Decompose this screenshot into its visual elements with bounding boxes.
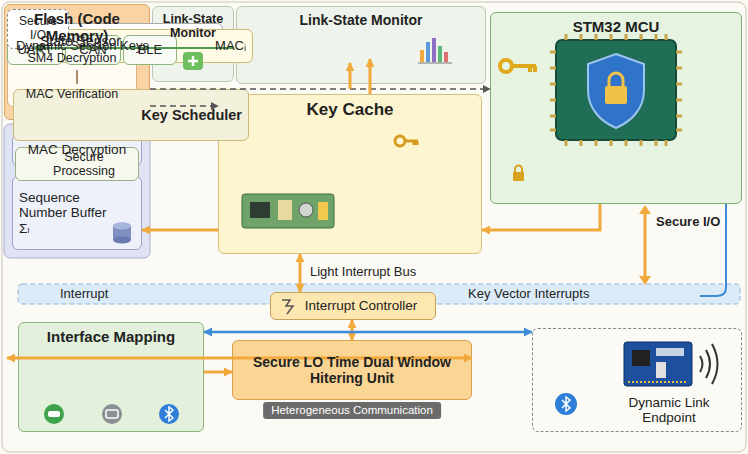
node-label: Key Scheduler	[141, 107, 242, 124]
lavender-panel	[4, 124, 150, 258]
node-label: STM32 MCU	[573, 18, 660, 35]
endpoint-board	[624, 342, 692, 386]
node-label: Key Cache	[307, 100, 394, 120]
node-label: Link-State Monitor	[159, 12, 227, 41]
node-label: Secure Processing	[36, 150, 132, 179]
annotation-label: Secure I/O	[656, 214, 720, 229]
node-sublabel: MAC Verification	[26, 87, 118, 101]
filter-unit: Secure LO Time Dual Window Hitering Unit…	[232, 340, 472, 400]
bluetooth-icon	[555, 393, 577, 415]
monitor-panel: Link-State Monitor	[236, 6, 486, 84]
connector	[482, 204, 600, 230]
text-area: Interface Mapping	[19, 323, 203, 431]
node-label: CAN	[79, 43, 106, 58]
node-sublabel: MACᵢ	[215, 39, 246, 54]
connector	[299, 254, 302, 292]
secure-io-arrow	[639, 205, 651, 285]
cache-panel: Key Cache	[218, 94, 482, 254]
text-area: Key Cache	[219, 95, 481, 253]
text-area: Dynamic Link Endpoint	[533, 329, 741, 431]
node-label: Secure LO Time Dual Window Hitering Unit	[239, 354, 465, 386]
edge-label: Light Interrupt Bus	[308, 264, 418, 279]
annotation-label: Key Vector Interrupts	[468, 286, 589, 301]
text-area: Link-State Monitor	[237, 7, 485, 83]
node-label: Interrupt Controller	[305, 298, 418, 314]
text-area: Interrupt Controller	[271, 293, 435, 319]
node-label: Sequence Number Buffer Σₗ	[19, 190, 113, 237]
node-label: Dynamic Link Endpoint	[603, 395, 735, 426]
mapping-panel: Interface Mapping	[18, 322, 204, 432]
tag-label: Heterogeneous Communication	[263, 402, 441, 419]
connector	[204, 371, 232, 374]
node-label: Secure I/O	[14, 15, 62, 43]
connector	[142, 229, 218, 232]
endpoint-region: Dynamic Link Endpoint	[532, 328, 742, 432]
node-label: Interface Mapping	[47, 328, 175, 345]
text-area: STM32 MCU	[491, 13, 741, 203]
node-label: UART	[17, 43, 52, 58]
text-area: Secure LO Time Dual Window Hitering Unit…	[233, 341, 471, 399]
controller-box: Interrupt Controller	[270, 292, 436, 320]
text-area: Secure I/O	[8, 10, 68, 48]
node-label: Link-State Monitor	[300, 12, 423, 28]
node-label: BLE	[138, 43, 163, 58]
wireless-waves	[700, 344, 718, 384]
mcu-panel: STM32 MCU	[490, 12, 742, 204]
text-area: Sequence Number Buffer Σₗ	[13, 177, 141, 249]
connector	[204, 331, 532, 334]
buffer-box: Sequence Number Buffer Σₗ	[12, 176, 142, 250]
annotation-label: Interrupt	[60, 286, 108, 301]
connector	[351, 320, 354, 340]
